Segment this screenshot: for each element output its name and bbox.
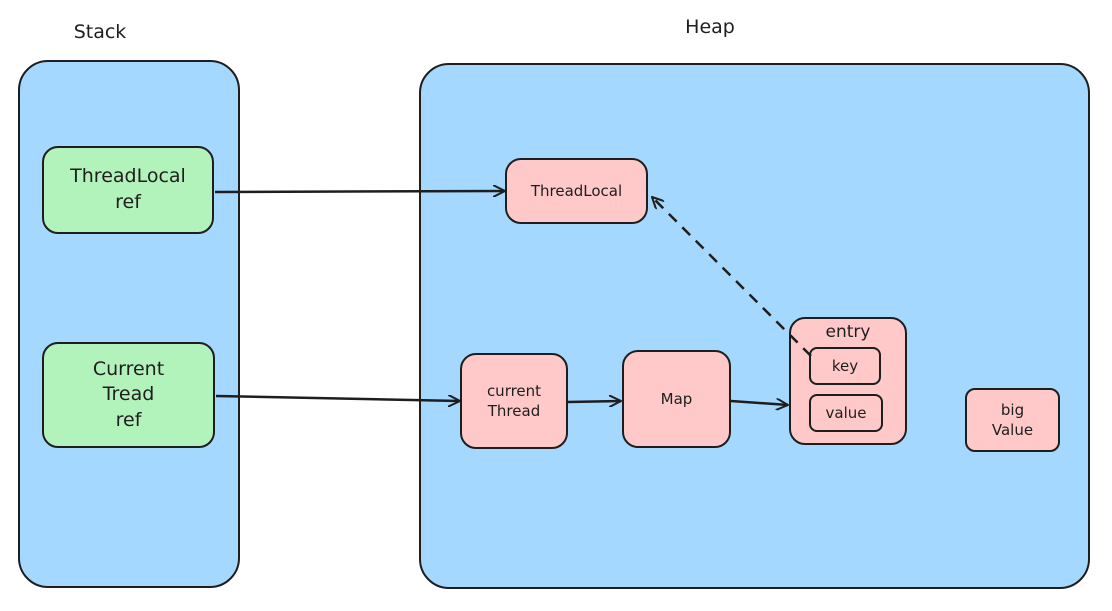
arrow-threadlocal-ref-to-threadlocal <box>214 191 505 192</box>
arrow-map-to-entry <box>730 401 788 405</box>
arrow-current-thread-ref-to-current-thread <box>215 394 460 401</box>
threadlocal-ref-node: ThreadLocal ref <box>42 146 214 234</box>
map-node: Map <box>622 350 731 448</box>
entry-node: entry <box>789 317 907 445</box>
value-node: value <box>809 394 883 432</box>
big-value-node: big Value <box>965 388 1060 452</box>
threadlocal-node: ThreadLocal <box>505 158 648 224</box>
entry-label: entry <box>825 322 871 342</box>
arrow-current-thread-to-map <box>567 401 621 402</box>
heap-title: Heap <box>685 16 735 38</box>
current-thread-ref-node: Current Tread ref <box>42 342 215 448</box>
current-thread-node: current Thread <box>460 353 568 449</box>
stack-title: Stack <box>73 21 127 43</box>
dashed-arrow-key-to-threadlocal <box>652 197 812 357</box>
key-node: key <box>809 347 881 385</box>
heap-region <box>419 63 1090 589</box>
